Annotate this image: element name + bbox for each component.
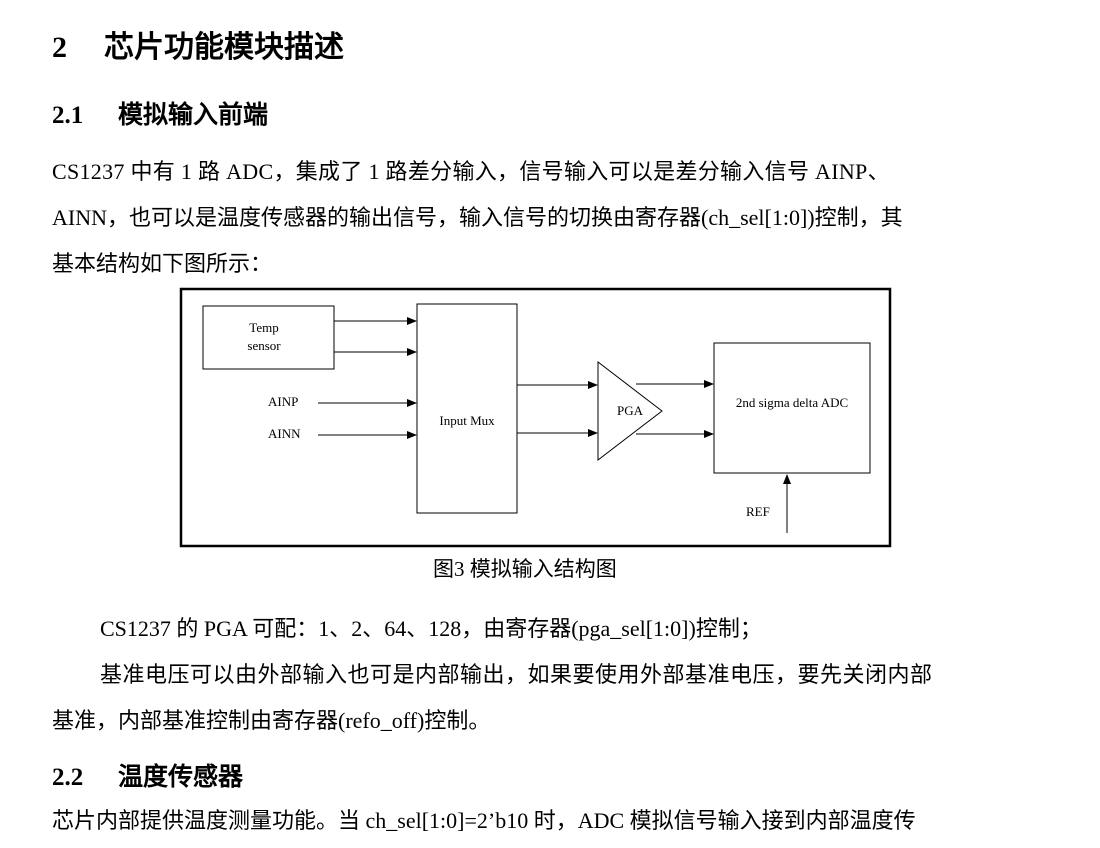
temp-paragraph: 芯片内部提供温度测量功能。当 ch_sel[1:0]=2’b10 时，ADC 模… <box>52 808 916 833</box>
input-mux-label: Input Mux <box>439 413 495 428</box>
temp-sensor-box <box>202 305 335 370</box>
ref-label: REF <box>746 504 770 519</box>
section-number: 2 <box>52 31 67 64</box>
section-title: 芯片功能模块描述 <box>104 31 344 64</box>
pga-label: PGA <box>617 403 644 418</box>
subsection-title: 模拟输入前端 <box>118 102 269 129</box>
ainn-label: AINN <box>268 426 301 441</box>
diagram-frame <box>179 287 892 548</box>
subsection-number: 2.1 <box>52 102 84 129</box>
temp-sensor-label-2: sensor <box>247 338 281 353</box>
pga-paragraph: CS1237 的 PGA 可配：1、2、64、128，由寄存器(pga_sel[… <box>100 616 762 641</box>
intro-line-2: AINN，也可以是温度传感器的输出信号，输入信号的切换由寄存器(ch_sel[1… <box>52 205 903 230</box>
subsection-number: 2.2 <box>52 764 84 791</box>
ainp-label: AINP <box>268 394 298 409</box>
intro-line-1: CS1237 中有 1 路 ADC，集成了 1 路差分输入，信号输入可以是差分输… <box>52 159 890 184</box>
temp-sensor-label-1: Temp <box>249 320 278 335</box>
adc-label: 2nd sigma delta ADC <box>736 395 848 410</box>
intro-line-3: 基本结构如下图所示： <box>52 251 273 276</box>
input-mux-box <box>416 303 518 514</box>
figure-caption: 图3 模拟输入结构图 <box>433 557 617 581</box>
subsection-title: 温度传感器 <box>118 764 244 791</box>
adc-box <box>713 342 871 474</box>
ref-paragraph-line-1: 基准电压可以由外部输入也可是内部输出，如果要使用外部基准电压，要先关闭内部 <box>100 662 933 687</box>
section-heading: 2 芯片功能模块描述 <box>52 22 344 66</box>
ref-paragraph-line-2: 基准，内部基准控制由寄存器(refo_off)控制。 <box>52 708 491 733</box>
pga-triangle <box>597 360 663 462</box>
subsection-heading-2-1: 2.1 模拟输入前端 <box>52 95 268 131</box>
subsection-heading-2-2: 2.2 温度传感器 <box>52 757 243 793</box>
